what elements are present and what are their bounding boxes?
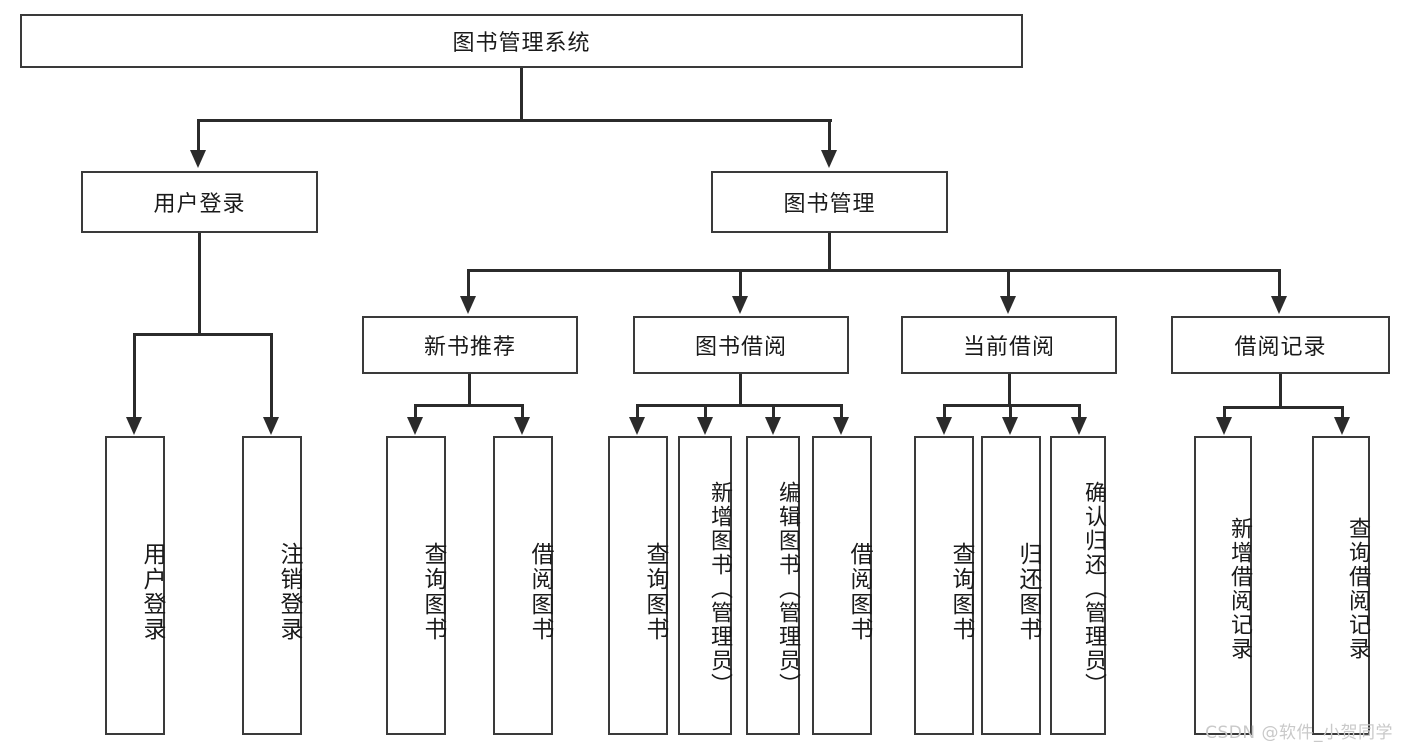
edge-root-to-book-manage (828, 119, 831, 151)
edge-current-borrow-to-leaf-3 (1078, 404, 1081, 419)
leaf-user-login-logout[interactable]: 注销登录 (242, 436, 302, 735)
arrow-book-borrow-to-leaf-3 (765, 417, 781, 435)
arrow-current-borrow-to-leaf-1 (936, 417, 952, 435)
edge-current-borrow-to-leaf-1 (943, 404, 946, 419)
edge-book-manage-to-new-book (467, 269, 470, 297)
leaf-book-borrow-edit[interactable]: 编辑图书（管理员） (746, 436, 800, 735)
arrow-current-borrow-to-leaf-2 (1002, 417, 1018, 435)
edge-root-to-user-login (197, 119, 200, 151)
edge-book-manage-to-current-borrow (1007, 269, 1010, 297)
leaf-new-book-query[interactable]: 查询图书 (386, 436, 446, 735)
leaf-book-borrow-borrow[interactable]: 借阅图书 (812, 436, 872, 735)
arrow-book-borrow-to-leaf-2 (697, 417, 713, 435)
node-current-borrow[interactable]: 当前借阅 (901, 316, 1117, 374)
edge-current-borrow-bar (943, 404, 1081, 407)
edge-current-borrow-stem (1008, 374, 1011, 406)
leaf-book-borrow-add[interactable]: 新增图书（管理员） (678, 436, 732, 735)
node-user-login[interactable]: 用户登录 (81, 171, 318, 233)
edge-new-book-stem (468, 374, 471, 406)
arrow-borrow-record-to-leaf-1 (1216, 417, 1232, 435)
node-book-borrow[interactable]: 图书借阅 (633, 316, 849, 374)
leaf-book-borrow-query[interactable]: 查询图书 (608, 436, 668, 735)
edge-book-manage-bar (468, 269, 1280, 272)
leaf-current-borrow-return[interactable]: 归还图书 (981, 436, 1041, 735)
node-book-manage[interactable]: 图书管理 (711, 171, 948, 233)
node-new-book-recommend[interactable]: 新书推荐 (362, 316, 578, 374)
arrow-new-book-to-leaf-2 (514, 417, 530, 435)
arrow-book-borrow-to-leaf-4 (833, 417, 849, 435)
arrow-new-book-to-leaf-1 (407, 417, 423, 435)
edge-user-login-to-leaf-1 (133, 333, 136, 418)
edge-current-borrow-to-leaf-2 (1009, 404, 1012, 419)
edge-borrow-record-to-leaf-1 (1223, 406, 1226, 419)
node-borrow-record[interactable]: 借阅记录 (1171, 316, 1390, 374)
edge-book-borrow-to-leaf-4 (840, 404, 843, 419)
arrow-book-borrow-to-leaf-1 (629, 417, 645, 435)
node-root-system[interactable]: 图书管理系统 (20, 14, 1023, 68)
edge-new-book-to-leaf-1 (414, 404, 417, 419)
edge-new-book-bar (414, 404, 524, 407)
leaf-user-login-login[interactable]: 用户登录 (105, 436, 165, 735)
edge-user-login-stem (198, 233, 201, 335)
leaf-borrow-record-query[interactable]: 查询借阅记录 (1312, 436, 1370, 735)
edge-book-borrow-to-leaf-3 (772, 404, 775, 419)
edge-new-book-to-leaf-2 (521, 404, 524, 419)
arrow-user-login-to-leaf-2 (263, 417, 279, 435)
leaf-current-borrow-query[interactable]: 查询图书 (914, 436, 974, 735)
edge-book-manage-to-borrow-record (1278, 269, 1281, 297)
edge-root-bar (198, 119, 832, 122)
arrow-current-borrow-to-leaf-3 (1071, 417, 1087, 435)
arrow-user-login-to-leaf-1 (126, 417, 142, 435)
leaf-current-borrow-confirm-return[interactable]: 确认归还（管理员） (1050, 436, 1106, 735)
edge-user-login-bar (133, 333, 273, 336)
edge-borrow-record-stem (1279, 374, 1282, 409)
edge-book-borrow-bar (636, 404, 843, 407)
edge-root-stem (520, 68, 523, 121)
edge-book-manage-stem (828, 233, 831, 271)
arrow-root-to-book-manage (821, 150, 837, 168)
arrow-borrow-record-to-leaf-2 (1334, 417, 1350, 435)
edge-borrow-record-bar (1223, 406, 1343, 409)
edge-borrow-record-to-leaf-2 (1341, 406, 1344, 419)
edge-book-borrow-stem (739, 374, 742, 406)
arrow-book-manage-to-new-book (460, 296, 476, 314)
edge-book-manage-to-book-borrow (739, 269, 742, 297)
arrow-book-manage-to-current-borrow (1000, 296, 1016, 314)
edge-book-borrow-to-leaf-2 (704, 404, 707, 419)
edge-book-borrow-to-leaf-1 (636, 404, 639, 419)
leaf-new-book-borrow[interactable]: 借阅图书 (493, 436, 553, 735)
csdn-watermark: CSDN @软件_小贺同学 (1205, 723, 1393, 743)
arrow-book-manage-to-borrow-record (1271, 296, 1287, 314)
leaf-borrow-record-add[interactable]: 新增借阅记录 (1194, 436, 1252, 735)
arrow-root-to-user-login (190, 150, 206, 168)
edge-user-login-to-leaf-2 (270, 333, 273, 418)
arrow-book-manage-to-book-borrow (732, 296, 748, 314)
